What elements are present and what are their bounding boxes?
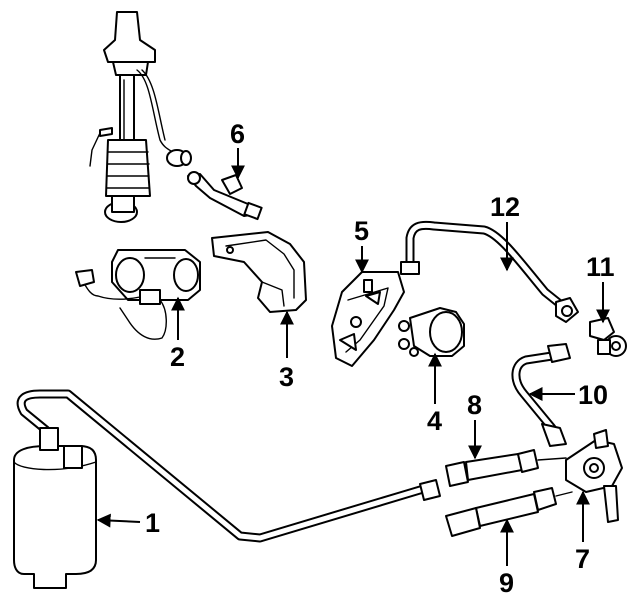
callout-labels: 1 2 3 4 5 6 7 8 9 10 11 12 xyxy=(145,119,615,598)
callout-12: 12 xyxy=(490,192,520,222)
part-1-reservoir[interactable] xyxy=(13,389,441,589)
callout-7: 7 xyxy=(575,544,590,574)
callout-6: 6 xyxy=(230,119,245,149)
callout-2: 2 xyxy=(170,342,185,372)
part-6-link-bolt[interactable] xyxy=(187,171,263,221)
part-4-pressure-regulator[interactable] xyxy=(398,307,465,357)
part-3-bracket[interactable] xyxy=(211,231,307,313)
shock-absorber-strut[interactable] xyxy=(89,11,192,223)
part-12-pressure-line[interactable] xyxy=(400,220,579,323)
callout-9: 9 xyxy=(499,568,514,598)
callout-1: 1 xyxy=(145,508,160,538)
part-11-banjo-fitting[interactable] xyxy=(589,317,627,357)
callout-4: 4 xyxy=(427,406,442,436)
part-2-level-sensor[interactable] xyxy=(75,249,201,340)
part-5-mounting-plate[interactable] xyxy=(331,271,405,367)
part-10-hose[interactable] xyxy=(511,343,571,447)
callout-3: 3 xyxy=(279,362,294,392)
part-8-hose[interactable] xyxy=(445,449,567,487)
callout-8: 8 xyxy=(467,390,482,420)
callout-11: 11 xyxy=(586,252,615,282)
callout-10: 10 xyxy=(578,380,608,410)
callout-leaders xyxy=(96,148,610,566)
callout-5: 5 xyxy=(354,216,369,246)
part-7-valve-block[interactable] xyxy=(565,429,623,523)
part-9-hose[interactable] xyxy=(445,487,573,537)
leader-1 xyxy=(96,513,141,528)
